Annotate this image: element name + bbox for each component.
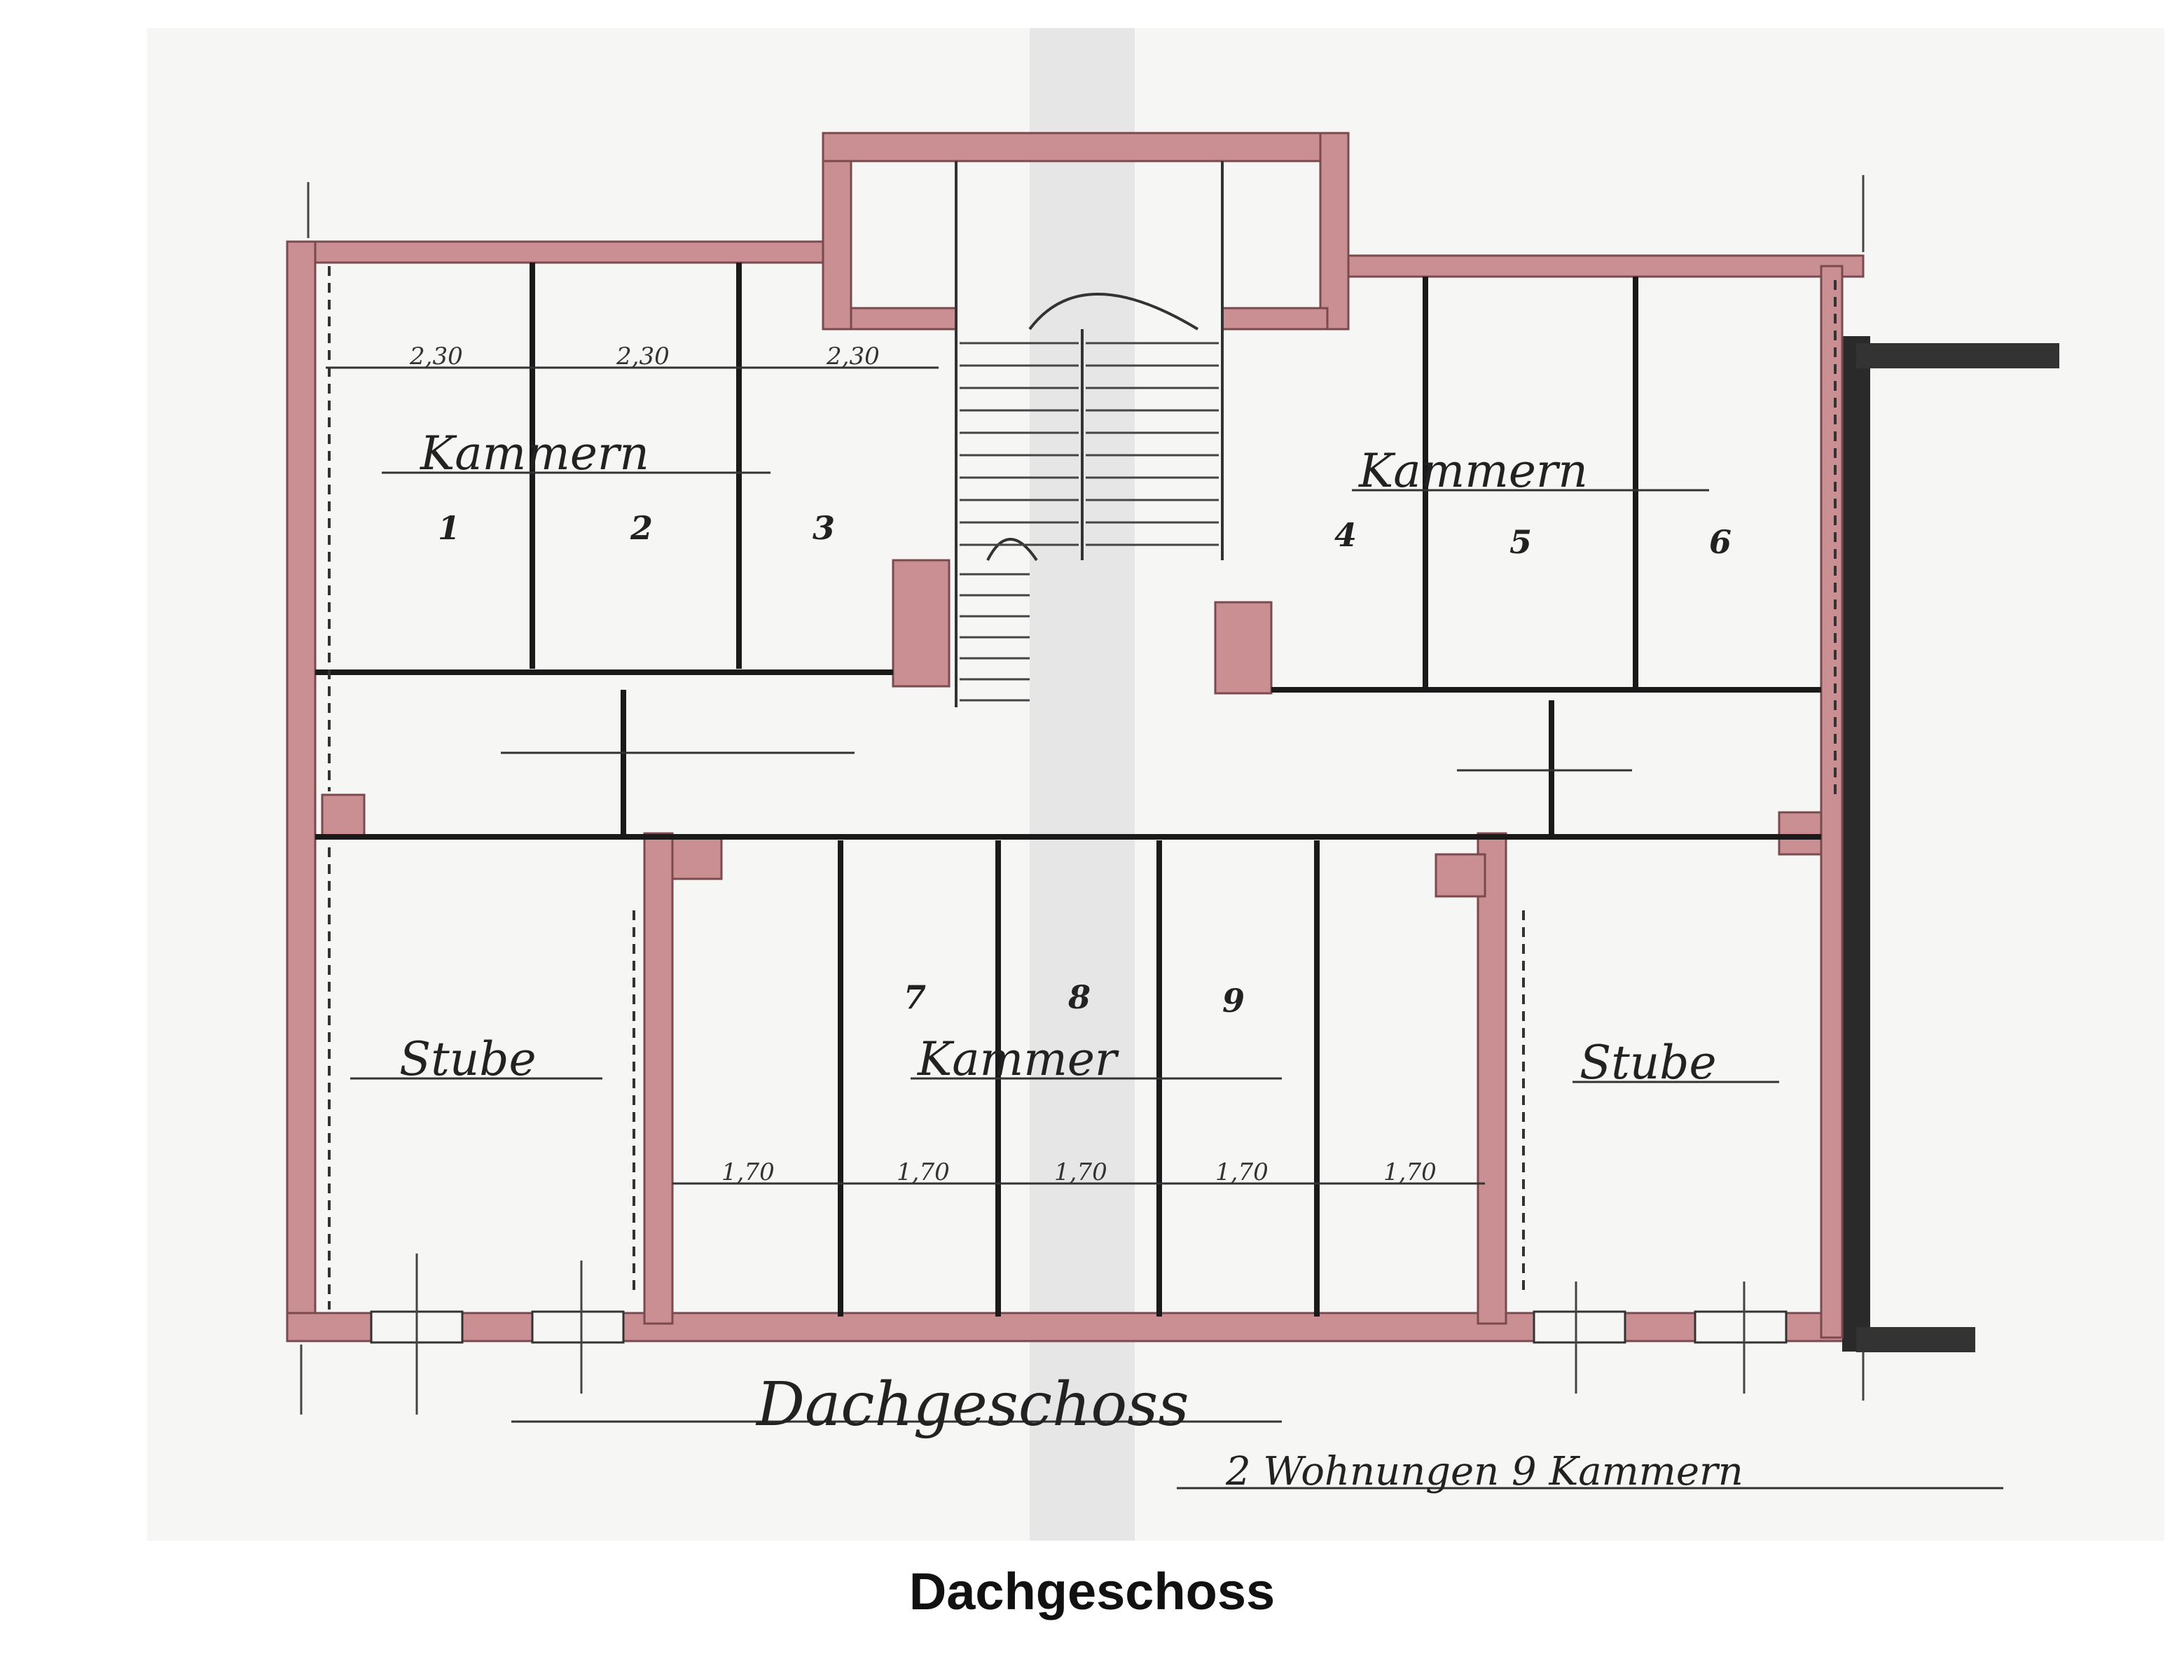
dimension-label: 2,30 [826, 342, 880, 370]
fold-band [1030, 28, 1135, 1541]
dimension-label: 1,70 [721, 1158, 775, 1186]
plan-subheading: 2 Wohnungen 9 Kammern [1225, 1449, 1743, 1494]
room-number: 9 [1222, 982, 1245, 1020]
caption: Dachgeschoss [908, 1562, 1276, 1620]
dimension-label: 1,70 [1054, 1158, 1107, 1186]
dimension-lines [326, 366, 2003, 1490]
room-number: 5 [1509, 523, 1532, 561]
room-number: 7 [904, 978, 926, 1016]
right-dark-wall-top [1856, 343, 2059, 368]
label-kammern-right: Kammern [1358, 444, 1588, 498]
right-dark-wall-bottom [1856, 1327, 1975, 1352]
dimension-label: 1,70 [897, 1158, 950, 1186]
room-number: 2 [630, 509, 653, 547]
room-number: 4 [1334, 516, 1357, 554]
dimension-label: 2,30 [616, 342, 670, 370]
room-number: 1 [438, 509, 460, 547]
room-number: 3 [813, 509, 835, 547]
label-kammer-bottom: Kammer [917, 1032, 1119, 1086]
stair-treads [960, 342, 1219, 702]
room-number: 8 [1067, 978, 1091, 1016]
extension-lines [300, 175, 1865, 1415]
label-kammern-left: Kammern [420, 426, 649, 480]
right-dark-wall [1842, 336, 1870, 1352]
dimension-label: 2,30 [409, 342, 463, 370]
plan-heading: Dachgeschoss [755, 1370, 1189, 1440]
dashed-lines [328, 266, 1837, 1310]
dimension-label: 1,70 [1215, 1158, 1269, 1186]
staircase [955, 161, 1224, 707]
right-wall-inner [1820, 265, 1844, 1339]
label-stube-right: Stube [1580, 1036, 1717, 1090]
dimension-label: 1,70 [1383, 1158, 1437, 1186]
room-number: 6 [1709, 523, 1732, 561]
label-stube-left: Stube [399, 1032, 537, 1086]
